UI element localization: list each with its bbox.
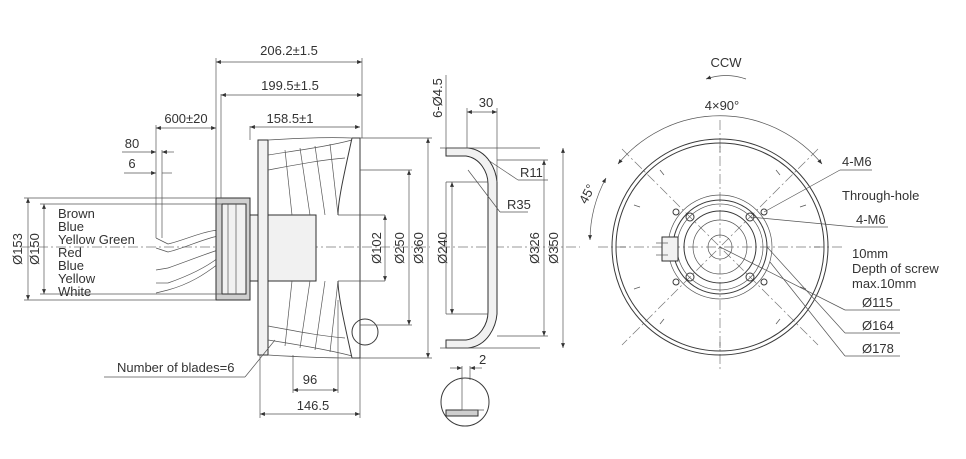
dim-96: 96 <box>303 372 317 387</box>
wire-label: Red <box>58 245 82 260</box>
dim-d164: Ø164 <box>862 318 894 333</box>
screw-note-2: Depth of screw <box>852 261 939 276</box>
wire-label: Blue <box>58 258 84 273</box>
wire-label: Yellow <box>58 271 96 286</box>
dim-600: 600±20 <box>164 111 207 126</box>
wire-label: Brown <box>58 206 95 221</box>
dim-30: 30 <box>479 95 493 110</box>
dim-199: 199.5±1.5 <box>261 78 319 93</box>
screw-note-1: 10mm <box>852 246 888 261</box>
dim-d250: Ø250 <box>392 232 407 264</box>
dim-d102: Ø102 <box>369 232 384 264</box>
dim-d178: Ø178 <box>862 341 894 356</box>
cable-bundle <box>155 229 219 294</box>
nozzle-view: 6-Ø4.5 30 R11 R35 Ø240 Ø326 Ø350 2 <box>430 75 580 427</box>
label-through-hole: Through-hole <box>842 188 919 203</box>
dim-d240: Ø240 <box>435 232 450 264</box>
dim-2: 2 <box>479 352 486 367</box>
dim-146: 146.5 <box>297 398 330 413</box>
mounting-holes <box>672 208 768 286</box>
dim-d153: Ø153 <box>10 233 25 265</box>
dim-r35: R35 <box>507 197 531 212</box>
dim-d360: Ø360 <box>411 232 426 264</box>
label-4m6-top: 4-M6 <box>842 154 872 169</box>
detail-view-circle <box>440 377 490 427</box>
screw-note-3: max.10mm <box>852 276 916 291</box>
angle-45: 45° <box>576 182 598 206</box>
back-plate <box>257 139 269 356</box>
front-view: 4×90° 45° CCW 4-M6 Through-hole 4-M6 10m… <box>576 55 939 372</box>
dim-d115: Ø115 <box>862 295 893 310</box>
dim-6: 6 <box>128 156 135 171</box>
angle-4x90: 4×90° <box>705 98 739 113</box>
rotation-label: CCW <box>710 55 742 70</box>
wire-label: Blue <box>58 219 84 234</box>
dim-holes: 6-Ø4.5 <box>430 78 445 118</box>
impeller-outer-circle <box>611 138 829 356</box>
dim-d150: Ø150 <box>27 233 42 265</box>
dim-80: 80 <box>125 136 139 151</box>
dim-r11: R11 <box>520 165 543 180</box>
wire-color-list: Brown Blue Yellow Green Red Blue Yellow … <box>58 206 135 299</box>
dim-d326: Ø326 <box>527 232 542 264</box>
inlet-nozzle <box>445 147 498 349</box>
detail-marker-circle <box>351 318 379 346</box>
side-view: 206.2±1.5 199.5±1.5 158.5±1 600±20 80 6 … <box>10 43 432 418</box>
label-4m6-mid: 4-M6 <box>856 212 886 227</box>
dim-158: 158.5±1 <box>267 111 314 126</box>
dim-206: 206.2±1.5 <box>260 43 318 58</box>
blades-note: Number of blades=6 <box>117 360 234 375</box>
wire-label: Yellow Green <box>58 232 135 247</box>
dim-d350: Ø350 <box>546 232 561 264</box>
wire-label: White <box>58 284 91 299</box>
